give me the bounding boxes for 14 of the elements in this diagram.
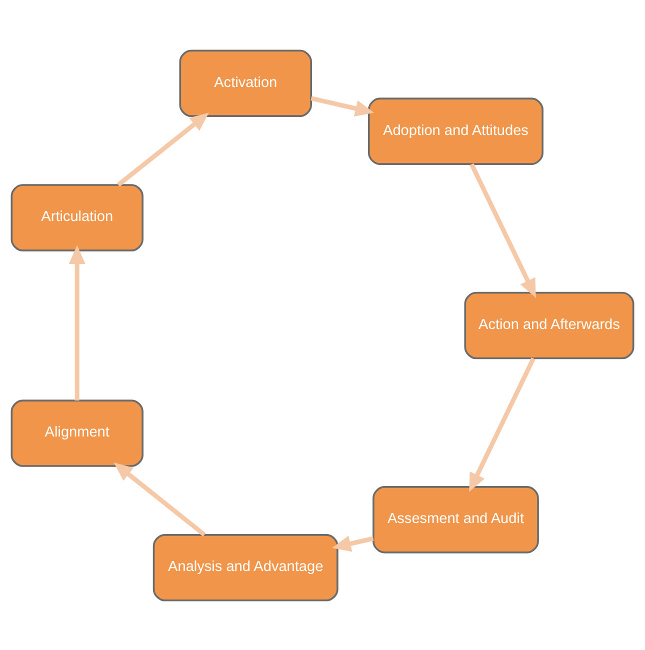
arrow <box>310 96 374 116</box>
node-box: Articulation <box>10 184 144 251</box>
node-box: Adoption and Attitudes <box>368 97 544 164</box>
arrow <box>332 535 374 552</box>
node-box: Activation <box>179 49 312 116</box>
arrow <box>469 356 536 492</box>
node-box: Analysis and Advantage <box>152 534 338 601</box>
node-box: Action and Afterwards <box>464 291 634 359</box>
node-box: Assesment and Audit <box>372 486 539 553</box>
arrow <box>116 112 209 186</box>
arrow <box>114 462 206 536</box>
arrow <box>68 244 86 400</box>
node-box: Alignment <box>10 399 144 466</box>
arrow <box>470 162 536 298</box>
